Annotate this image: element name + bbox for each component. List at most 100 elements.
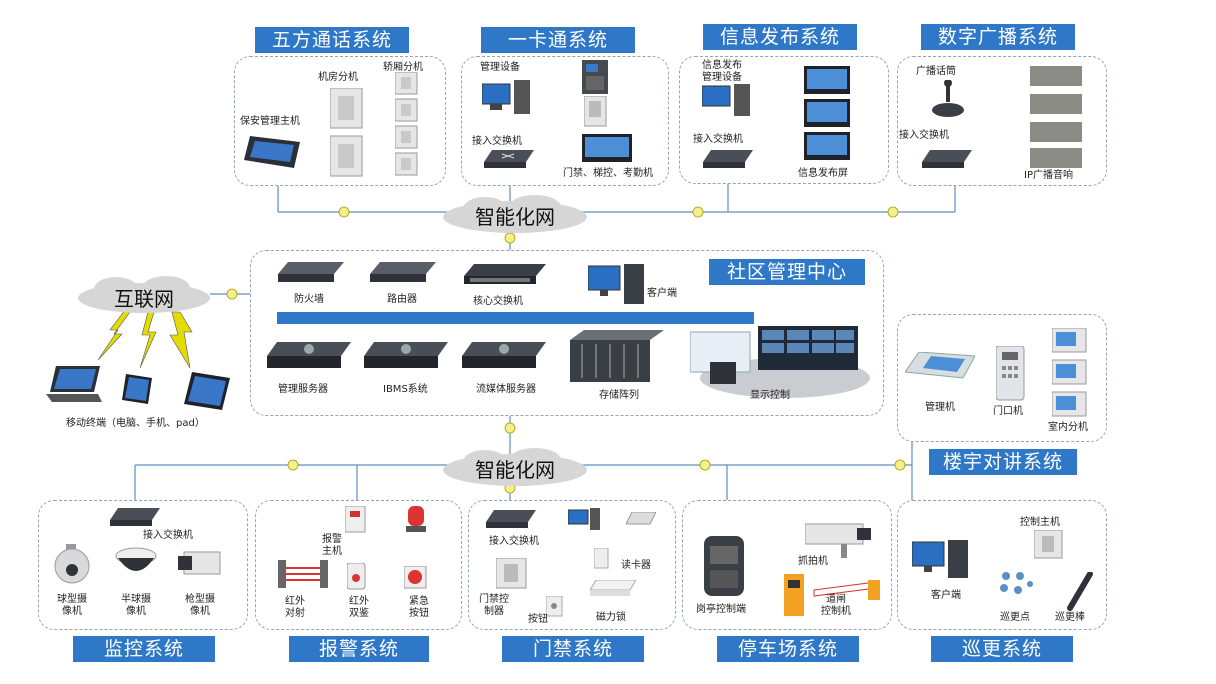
mobile-label: 移动终端（电脑、手机、pad） xyxy=(66,418,205,429)
stream-label: 流媒体服务器 xyxy=(476,384,536,395)
exit-button-icon xyxy=(545,595,564,622)
room-extension-icon xyxy=(329,87,364,182)
monitor-switch-label: 接入交换机 xyxy=(143,530,193,541)
stream-server-icon xyxy=(462,342,546,376)
computer-icon xyxy=(481,80,532,122)
router-label: 路由器 xyxy=(387,294,417,305)
computer-icon xyxy=(567,508,602,536)
display-screen-icon xyxy=(804,66,852,170)
dual-detector-icon xyxy=(346,562,367,595)
router-icon xyxy=(370,262,436,290)
speaker-label: IP广播音响 xyxy=(1024,170,1073,181)
microphone-icon xyxy=(930,79,966,124)
ir-beam-label: 红外 对射 xyxy=(285,596,305,619)
ibms-label: IBMS系统 xyxy=(383,384,428,395)
info-title: 信息发布系统 xyxy=(703,24,857,50)
elevator-label: 轿厢分机 xyxy=(383,62,423,73)
info-screen-label: 信息发布屏 xyxy=(798,168,848,179)
magnetic-lock-icon xyxy=(589,579,637,604)
barrier-gate-icon xyxy=(784,570,884,622)
switch-icon xyxy=(922,150,972,174)
point-label: 巡更点 xyxy=(1000,612,1030,623)
door-unit-icon xyxy=(995,345,1026,406)
emergency-label: 紧急 按钮 xyxy=(409,596,429,619)
switch-icon xyxy=(110,508,160,532)
monitor-title: 监控系统 xyxy=(73,636,215,662)
cloud-icon xyxy=(443,448,587,486)
card-switch-label: 接入交换机 xyxy=(472,136,522,147)
center-title: 社区管理中心 xyxy=(709,259,865,285)
stick-label: 巡更棒 xyxy=(1055,612,1085,623)
access-title: 门禁系统 xyxy=(502,636,644,662)
tablet-icon xyxy=(182,372,232,416)
patrol-point-icon xyxy=(998,570,1034,604)
reader-label: 读卡器 xyxy=(621,560,651,571)
intercom-mgmt-label: 管理机 xyxy=(925,402,955,413)
video-wall-icon xyxy=(689,318,870,406)
card-issuer-icon xyxy=(625,511,657,532)
security-host-icon xyxy=(240,132,306,176)
storage-label: 存储阵列 xyxy=(599,390,639,401)
laptop-icon xyxy=(46,366,104,410)
alarm-title: 报警系统 xyxy=(289,636,429,662)
half-dome-camera-icon xyxy=(114,546,158,582)
parking-title: 停车场系统 xyxy=(717,636,859,662)
card-title: 一卡通系统 xyxy=(481,27,635,53)
info-mgmt-label: 信息发布 管理设备 xyxy=(702,60,742,83)
dome-camera-icon xyxy=(52,544,92,588)
gate-panel-icon xyxy=(583,95,608,132)
host-label: 保安管理主机 xyxy=(240,116,300,127)
intercom-title: 楼宇对讲系统 xyxy=(929,449,1077,475)
intelligent-network-cloud-top: 智能化网 xyxy=(440,193,590,237)
card-gate-label: 门禁、梯控、考勤机 xyxy=(563,168,653,179)
emergency-button-icon xyxy=(403,565,428,594)
alarm-host-label: 报警 主机 xyxy=(322,534,342,557)
computer-icon xyxy=(701,84,752,122)
card-reader-icon xyxy=(593,547,610,574)
dual-label: 红外 双鉴 xyxy=(349,596,369,619)
cloud-icon xyxy=(78,276,210,313)
center-bus-bar xyxy=(277,312,754,324)
controller-label: 门禁控 制器 xyxy=(479,594,509,617)
cloud-label: 互联网 xyxy=(114,287,174,311)
card-terminal-icon xyxy=(582,60,610,100)
cloud-label: 智能化网 xyxy=(475,205,555,229)
door-label: 门口机 xyxy=(993,406,1023,417)
attendance-screen-icon xyxy=(582,134,634,168)
button-label: 按钮 xyxy=(528,614,548,625)
control-host-icon xyxy=(1033,529,1064,564)
patrol-stick-icon xyxy=(1064,571,1094,616)
door-controller-icon xyxy=(495,557,528,594)
booth-icon xyxy=(702,536,748,602)
cloud-label: 智能化网 xyxy=(475,458,555,482)
patrol-title: 巡更系统 xyxy=(931,636,1073,662)
siren-icon xyxy=(406,506,426,538)
client-computer-icon xyxy=(587,264,648,310)
storage-array-icon xyxy=(570,330,664,388)
switch-icon xyxy=(484,150,534,174)
indoor-label: 室内分机 xyxy=(1048,422,1088,433)
dome-label: 球型摄 像机 xyxy=(57,594,87,617)
patrol-client-icon xyxy=(911,540,970,584)
mic-label: 广播话筒 xyxy=(916,66,956,77)
patrol-client-label: 客户端 xyxy=(931,590,961,601)
indoor-unit-icon xyxy=(1051,327,1088,422)
machine-room-label: 机房分机 xyxy=(318,72,358,83)
cloud-icon xyxy=(443,195,587,233)
barrier-label: 道闸 控制机 xyxy=(821,594,851,617)
display-label: 显示控制 xyxy=(750,390,790,401)
access-switch-label: 接入交换机 xyxy=(489,536,539,547)
phone-icon xyxy=(120,374,156,410)
broadcast-title: 数字广播系统 xyxy=(921,24,1075,50)
alarm-host-icon xyxy=(344,505,367,538)
core-switch-label: 核心交换机 xyxy=(473,296,523,307)
firewall-label: 防火墙 xyxy=(294,294,324,305)
management-unit-icon xyxy=(904,351,976,386)
patrol-host-label: 控制主机 xyxy=(1020,517,1060,528)
core-switch-icon xyxy=(464,264,546,292)
elevator-extension-icon xyxy=(394,71,419,184)
ibms-server-icon xyxy=(364,342,448,376)
capture-camera-icon xyxy=(804,520,875,564)
half-dome-label: 半球摄 像机 xyxy=(121,594,151,617)
management-server-icon xyxy=(267,342,351,376)
